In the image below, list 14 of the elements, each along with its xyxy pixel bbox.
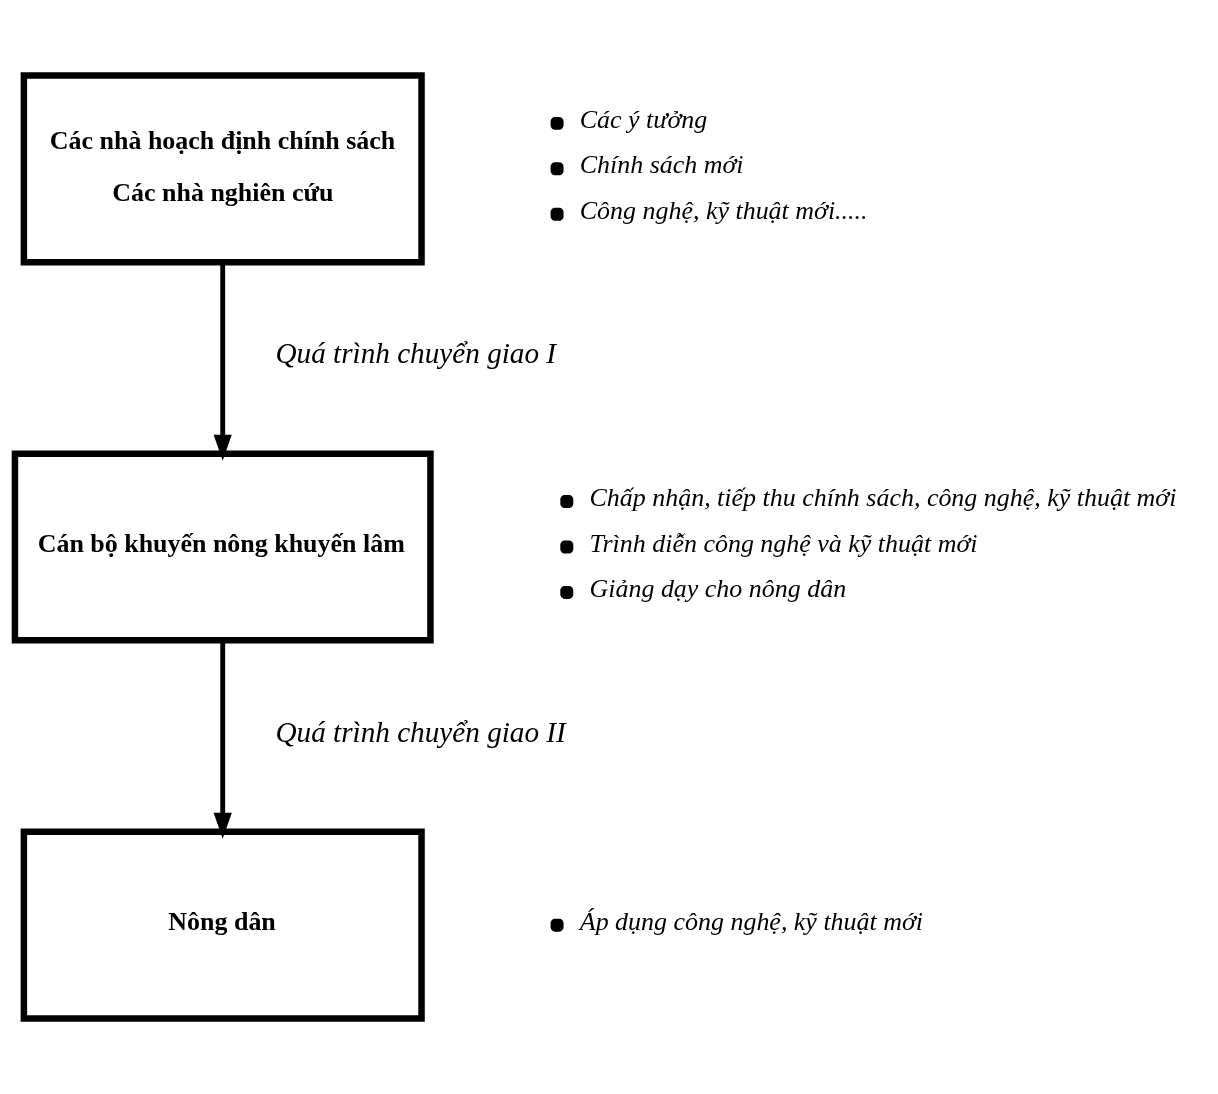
edge-label: Quá trình chuyển giao II	[275, 715, 566, 748]
node-label: Các ý tưởng	[579, 104, 708, 134]
node-label: Trình diễn công nghệ và kỹ thuật mới	[589, 528, 978, 558]
node-label: Giảng dạy cho nông dân	[589, 573, 847, 603]
node-box: Cán bộ khuyến nông khuyến lâm	[11, 450, 434, 644]
label: Áp dụng công nghệ, kỹ thuật mới	[579, 906, 924, 936]
node-label: Công nghệ, kỹ thuật mới.....	[579, 195, 868, 225]
edge-label: Quá trình chuyển giao I	[275, 337, 557, 370]
node-box: Nông dân	[20, 828, 425, 1022]
node-label: Chấp nhận, tiếp thu chính sách, công nghệ, kỹ thuật mới	[589, 483, 1177, 513]
arrow	[213, 640, 232, 839]
node-label: Chính sách mới	[579, 150, 744, 180]
arrow	[213, 262, 232, 461]
node-box: Các nhà hoạch định chính sách Các nhà nghiên cứu	[20, 72, 425, 266]
